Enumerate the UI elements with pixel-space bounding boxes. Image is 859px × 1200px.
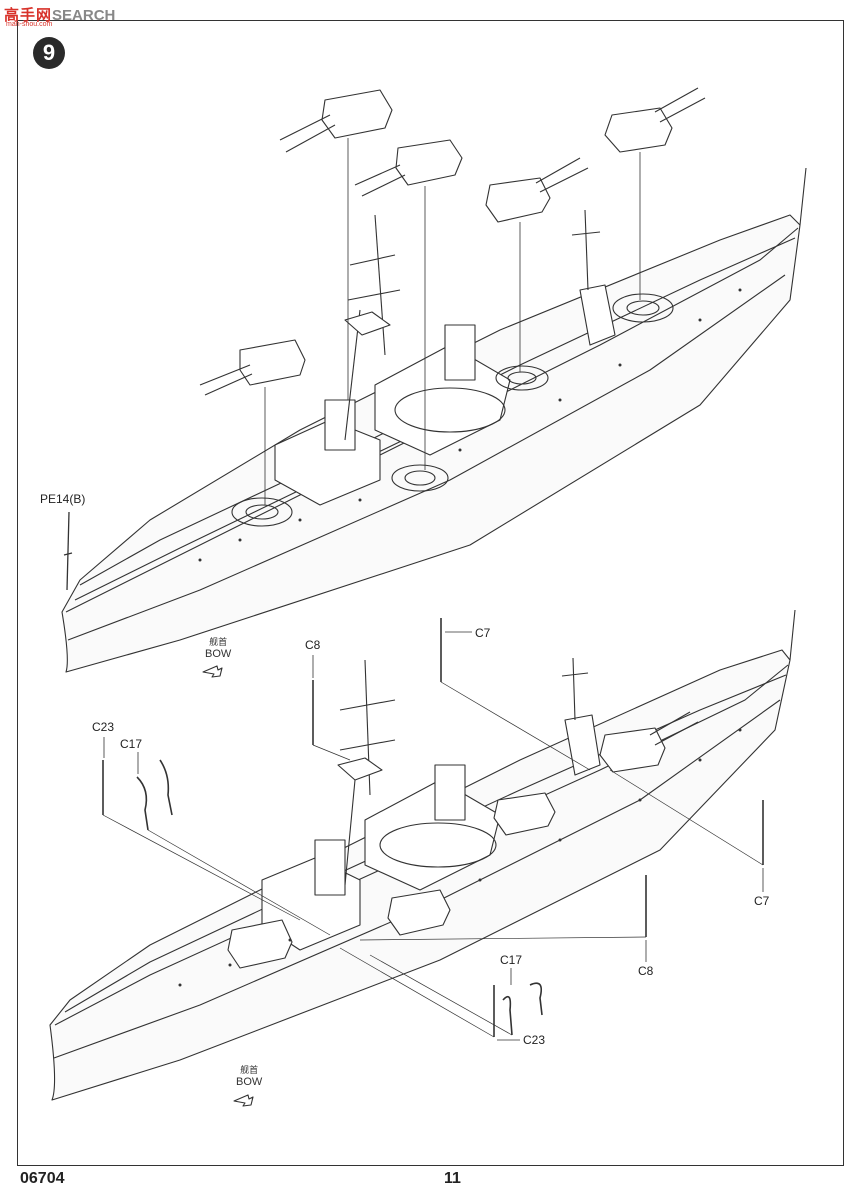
label-pe14b: PE14(B) [40, 492, 86, 506]
upper-ship-turrets [199, 87, 706, 396]
lower-ship-superstructure [261, 657, 601, 951]
label-c17-bottom: C17 [500, 953, 523, 967]
label-c17-top: C17 [120, 737, 143, 751]
upper-ship-guide-lines [264, 138, 641, 505]
watermark: 高手网SEARCH man-shou.com [4, 7, 116, 28]
step-number-badge: 9 [33, 37, 65, 69]
lower-ship-guide-lines [102, 681, 764, 1038]
label-c8-bottom: C8 [638, 964, 654, 978]
label-c23-bottom: C23 [523, 1033, 546, 1047]
product-code: 06704 [20, 1170, 65, 1187]
lower-ship-loose-parts [102, 618, 764, 1037]
label-c7-top: C7 [475, 626, 491, 640]
page-number: 11 [444, 1170, 461, 1187]
label-c7-right: C7 [754, 894, 770, 908]
label-pointers [103, 631, 764, 1041]
bow-marker-upper: 舰首 BOW [205, 637, 232, 660]
label-c8-top: C8 [305, 638, 321, 652]
page-frame [17, 20, 844, 1166]
pe14b-part [63, 511, 73, 591]
upper-ship-superstructure [274, 209, 616, 506]
bow-arrow-upper [202, 665, 223, 678]
deck-details [178, 288, 742, 987]
lower-ship-turrets [227, 711, 699, 969]
label-c23-top: C23 [92, 720, 115, 734]
bow-arrow-lower [233, 1094, 254, 1107]
upper-ship-barbettes [231, 293, 674, 527]
bow-marker-lower: 舰首 BOW [236, 1065, 263, 1088]
